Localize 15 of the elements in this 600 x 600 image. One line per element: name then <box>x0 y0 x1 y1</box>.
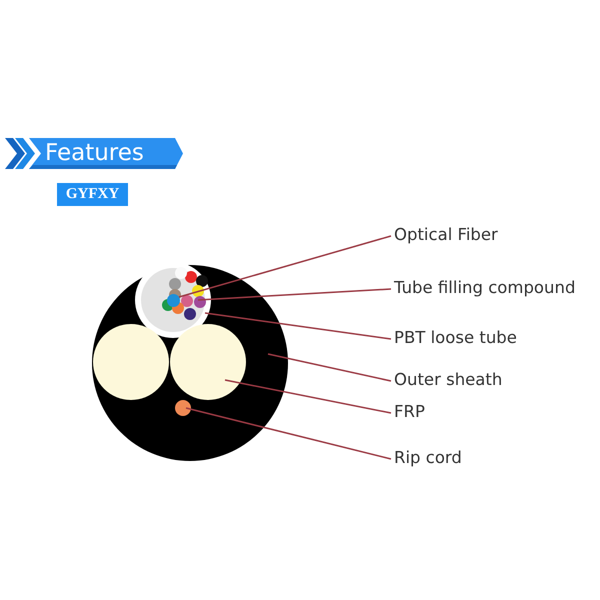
leader-line <box>186 407 392 460</box>
callout-label: PBT loose tube <box>394 328 517 348</box>
leader-line <box>204 312 392 340</box>
callout-label: Optical Fiber <box>394 225 498 245</box>
callout-label: Tube filling compound <box>394 278 576 298</box>
rip-cord <box>175 400 191 416</box>
callout-label: Outer sheath <box>394 370 502 390</box>
callout-label: FRP <box>394 402 425 422</box>
leader-line <box>268 353 392 382</box>
leader-line <box>224 379 392 414</box>
callout-label: Rip cord <box>394 448 462 468</box>
leader-line <box>178 235 392 298</box>
filling-compound <box>141 268 205 332</box>
leader-line <box>198 288 392 301</box>
model-tag: GYFXY <box>57 183 128 206</box>
